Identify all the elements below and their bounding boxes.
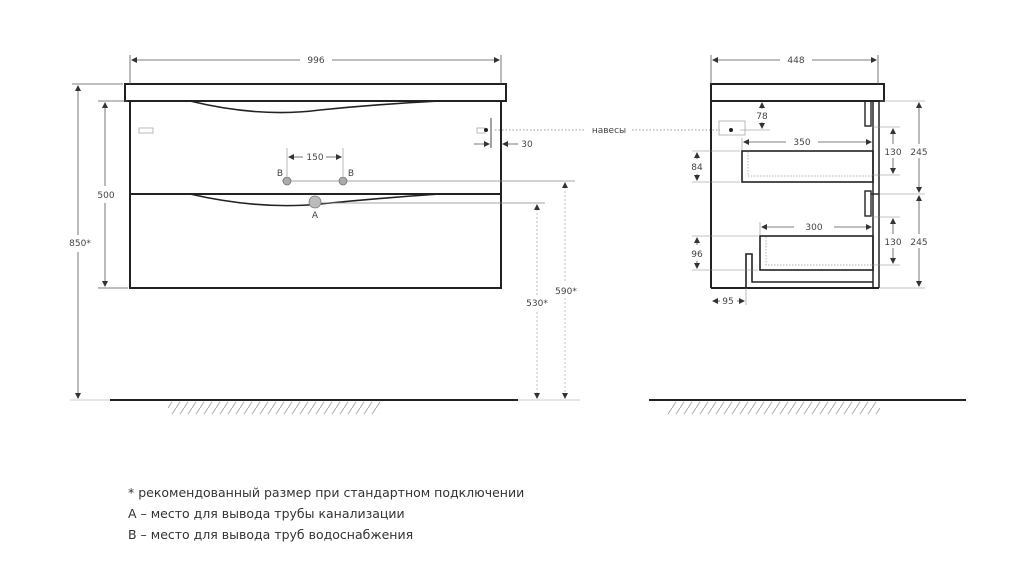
front-view: 996 500 850* B B 150 A 30 [69, 55, 580, 414]
water-height-label: 590* [555, 287, 577, 297]
side-view: 448 78 350 84 130 245 300 [649, 55, 966, 414]
cutout-offset-label: 95 [722, 297, 733, 307]
water-spacing-label: 150 [306, 153, 323, 163]
point-b-left-label: B [277, 169, 283, 179]
water-outlet-b-left [282, 176, 292, 186]
siphon-cutout [745, 253, 873, 288]
water-outlet-b-right [338, 176, 348, 186]
lower-drawer [759, 235, 874, 271]
upper-front-inner-label: 130 [884, 148, 901, 158]
point-a-label: A [312, 211, 319, 221]
note-recommended: * рекомендованный размер при стандартном… [128, 485, 525, 500]
point-b-right-label: B [348, 169, 354, 179]
hanger-label: навесы [592, 126, 626, 136]
lower-front-label: 245 [910, 238, 927, 248]
upper-front-label: 245 [910, 148, 927, 158]
cabinet-height-label: 500 [97, 191, 114, 201]
lower-front-inner-label: 130 [884, 238, 901, 248]
width-dimension-label: 996 [307, 56, 324, 66]
hanger-depth-label: 78 [756, 112, 768, 122]
upper-drawer [741, 150, 874, 183]
front-countertop [124, 83, 507, 102]
total-height-label: 850* [69, 239, 91, 249]
hanger-point-front [484, 128, 488, 132]
note-point-a: A – место для вывода трубы канализации [128, 506, 405, 521]
drain-outlet-a [308, 195, 322, 209]
hanger-bracket [718, 120, 746, 136]
side-countertop [710, 83, 885, 102]
depth-dimension-label: 448 [787, 56, 804, 66]
note-point-b: B – место для вывода труб водоснабжения [128, 527, 414, 542]
drain-height-label: 530* [526, 299, 548, 309]
upper-drawer-handle-curve [189, 100, 441, 114]
upper-drawer-depth-label: 350 [793, 138, 810, 148]
notes: * рекомендованный размер при стандартном… [128, 482, 524, 545]
lower-drawer-height-label: 96 [691, 250, 703, 260]
lower-drawer-depth-label: 300 [805, 223, 822, 233]
upper-drawer-height-label: 84 [691, 163, 703, 173]
hanger-offset-label: 30 [521, 140, 533, 150]
